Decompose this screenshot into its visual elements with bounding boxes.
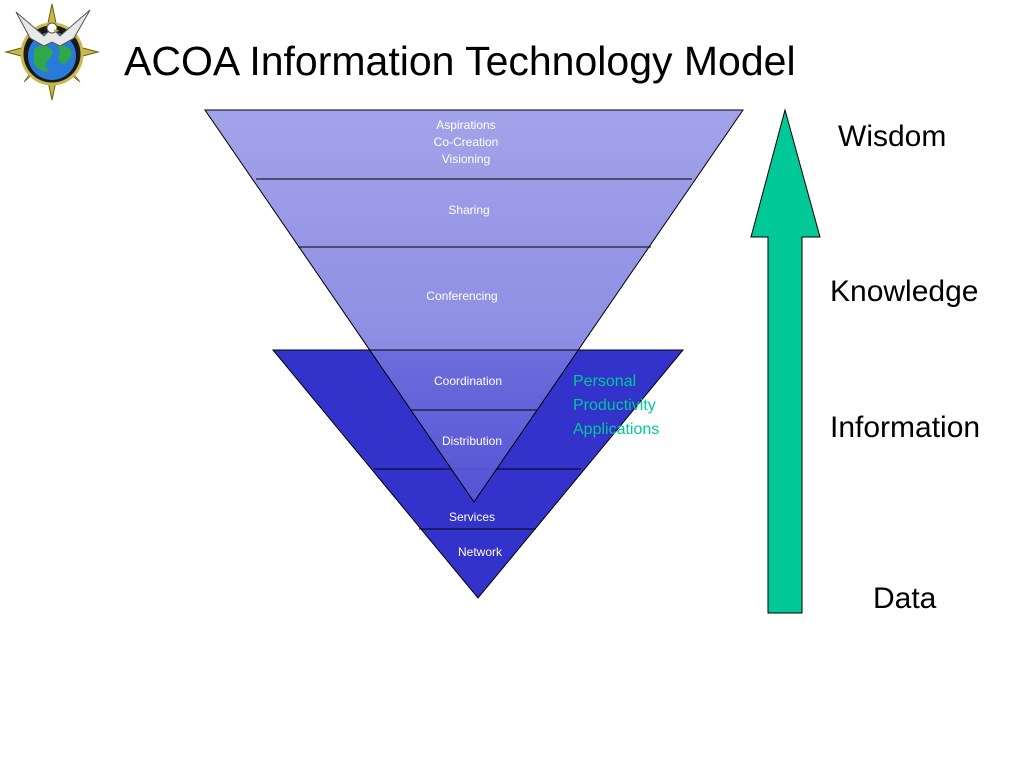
page-title: ACOA Information Technology Model (124, 38, 796, 84)
scale-label-wisdom: Wisdom (838, 120, 947, 153)
personal-productivity-label: Personal Productivity Applications (573, 373, 660, 438)
layer-label-distribution: Distribution (441, 434, 503, 448)
layer-label-network: Network (457, 545, 503, 559)
scale-label-knowledge: Knowledge (830, 275, 979, 308)
layer-label-aspirations: Aspirations Co-Creation Visioning (433, 118, 499, 166)
scale-label-information: Information (830, 411, 981, 444)
layer-label-coordination: Coordination (433, 374, 503, 388)
up-arrow (750, 108, 821, 614)
scale-label-data: Data (873, 582, 937, 615)
layer-label-conferencing: Conferencing (426, 289, 498, 303)
upper-triangle (204, 109, 744, 503)
eagle-globe-emblem-icon (4, 3, 100, 101)
layer-label-sharing: Sharing (448, 203, 490, 217)
layer-label-services: Services (448, 510, 496, 524)
